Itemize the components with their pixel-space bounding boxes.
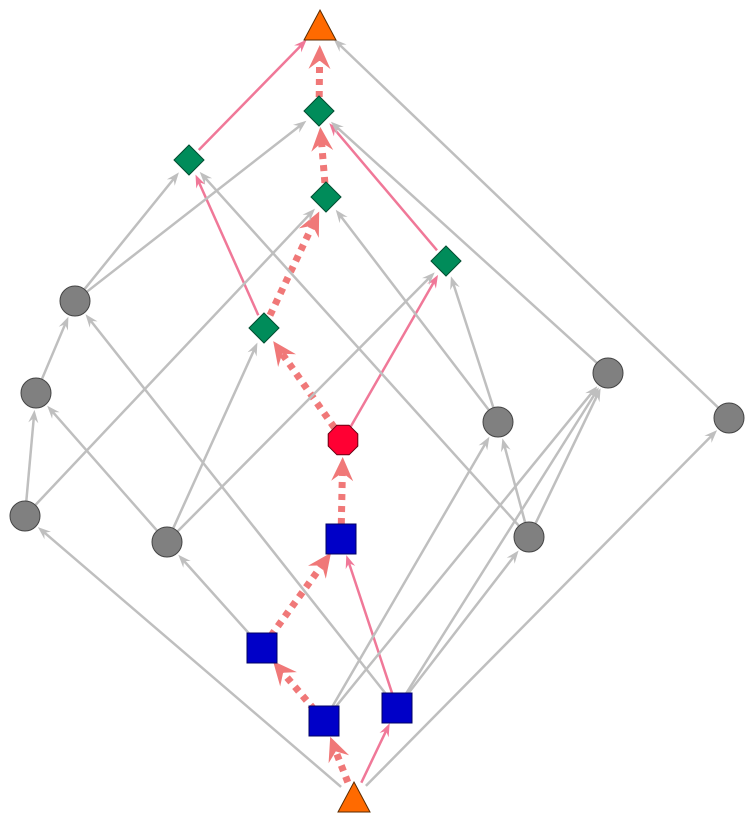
node-g1 xyxy=(59,285,91,317)
node-s4 xyxy=(381,692,413,724)
edge-s3-g7 xyxy=(332,391,594,711)
node-d1 xyxy=(303,95,335,127)
edge-g4-g3 xyxy=(25,417,36,502)
edge-s3-g6 xyxy=(330,442,487,709)
node-g9 xyxy=(513,521,545,553)
edge-s4-g9 xyxy=(405,555,515,697)
edge-d5-d1 xyxy=(333,128,438,252)
arrowhead-g9-g6 xyxy=(501,438,511,453)
edge-bottom-g8 xyxy=(365,434,713,787)
edge-layer xyxy=(25,39,720,788)
node-d3 xyxy=(310,181,342,213)
edge-g6-d5 xyxy=(452,283,495,409)
edge-s3-s2 xyxy=(279,669,317,712)
node-g5 xyxy=(151,526,183,558)
node-oct xyxy=(327,424,359,456)
arrowhead-s1-oct xyxy=(331,457,354,482)
arrowhead-g8-top xyxy=(333,39,347,52)
arrowhead-g4-d3 xyxy=(302,208,315,222)
edge-g6-d3 xyxy=(339,215,490,411)
arrowhead-g4-g3 xyxy=(28,409,39,424)
edge-g1-d1 xyxy=(86,124,301,293)
arrowhead-g2-g1 xyxy=(58,316,69,331)
edge-g4-d3 xyxy=(34,213,311,506)
arrowhead-s4-g7 xyxy=(587,387,599,401)
node-layer xyxy=(9,8,745,813)
edge-s4-s1 xyxy=(347,562,394,695)
arrowhead-g9-d2 xyxy=(199,171,213,185)
node-d4 xyxy=(248,312,280,344)
edge-s4-g1 xyxy=(89,319,389,697)
arrowhead-g5-d4 xyxy=(247,342,258,357)
edge-g1-d2 xyxy=(83,177,175,291)
edge-g5-g2 xyxy=(51,410,159,532)
arrowhead-s3-s2 xyxy=(273,661,297,687)
edge-bottom-s3 xyxy=(332,749,352,784)
arrowhead-d3-d1 xyxy=(311,126,334,152)
arrowhead-s4-g9 xyxy=(506,550,519,564)
edge-d3-d1 xyxy=(318,141,329,184)
node-top xyxy=(303,8,337,41)
edge-d4-d2 xyxy=(197,181,260,316)
arrowhead-d2-top xyxy=(294,39,307,53)
edge-bottom-g4 xyxy=(42,531,342,788)
edge-oct-d5 xyxy=(349,280,436,428)
edge-oct-d4 xyxy=(278,350,338,430)
arrowhead-bottom-s4 xyxy=(379,723,390,738)
edge-g7-d1 xyxy=(335,126,598,364)
arrowhead-d4-d3 xyxy=(298,211,320,238)
node-g6 xyxy=(482,406,514,438)
arrowhead-oct-d4 xyxy=(273,341,296,367)
arrowhead-g5-g2 xyxy=(47,405,60,419)
arrowhead-g5-d5 xyxy=(422,272,435,286)
arrowhead-s4-s1 xyxy=(345,555,356,570)
node-g8 xyxy=(713,402,745,434)
edge-g9-g7 xyxy=(534,394,599,525)
node-d5 xyxy=(430,245,462,277)
edge-d2-top xyxy=(197,44,303,151)
node-g4 xyxy=(9,500,41,532)
node-s3 xyxy=(308,705,340,737)
edge-g5-d4 xyxy=(172,349,256,529)
edge-s2-g5 xyxy=(182,559,253,638)
node-s2 xyxy=(246,632,278,664)
node-g7 xyxy=(592,357,624,389)
arrowhead-g6-d5 xyxy=(450,276,460,291)
arrowhead-d1-top xyxy=(308,45,331,70)
arrowhead-g7-d1 xyxy=(330,121,344,135)
edge-s1-oct xyxy=(337,471,346,525)
arrowhead-s3-g7 xyxy=(585,386,598,400)
arrowhead-s3-g6 xyxy=(478,436,490,451)
arrowhead-g1-d2 xyxy=(166,172,179,186)
node-d2 xyxy=(173,144,205,176)
node-g2 xyxy=(20,377,52,409)
arrowhead-g1-d1 xyxy=(293,120,307,133)
arrowhead-bottom-g4 xyxy=(37,527,51,540)
edge-g9-d2 xyxy=(203,176,520,527)
node-bottom xyxy=(337,780,371,813)
arrowhead-d4-d2 xyxy=(195,174,206,189)
node-s1 xyxy=(325,523,357,555)
arrowhead-d5-d1 xyxy=(329,123,342,137)
edge-g5-d5 xyxy=(176,277,431,533)
arrowhead-g6-d3 xyxy=(335,209,348,224)
arrowhead-s4-g1 xyxy=(85,314,98,328)
edge-d4-d3 xyxy=(266,223,317,317)
edge-bottom-s4 xyxy=(360,729,388,784)
edge-s2-s1 xyxy=(267,562,326,638)
arrowhead-bottom-s3 xyxy=(328,736,350,764)
arrowhead-bottom-g8 xyxy=(704,430,718,443)
edge-g8-top xyxy=(338,43,720,409)
arrowhead-s2-g5 xyxy=(178,554,191,568)
edge-s4-g7 xyxy=(403,393,596,696)
arrowhead-oct-d5 xyxy=(427,274,438,289)
edge-g2-g1 xyxy=(40,323,67,380)
arrowhead-s2-s1 xyxy=(308,552,331,579)
